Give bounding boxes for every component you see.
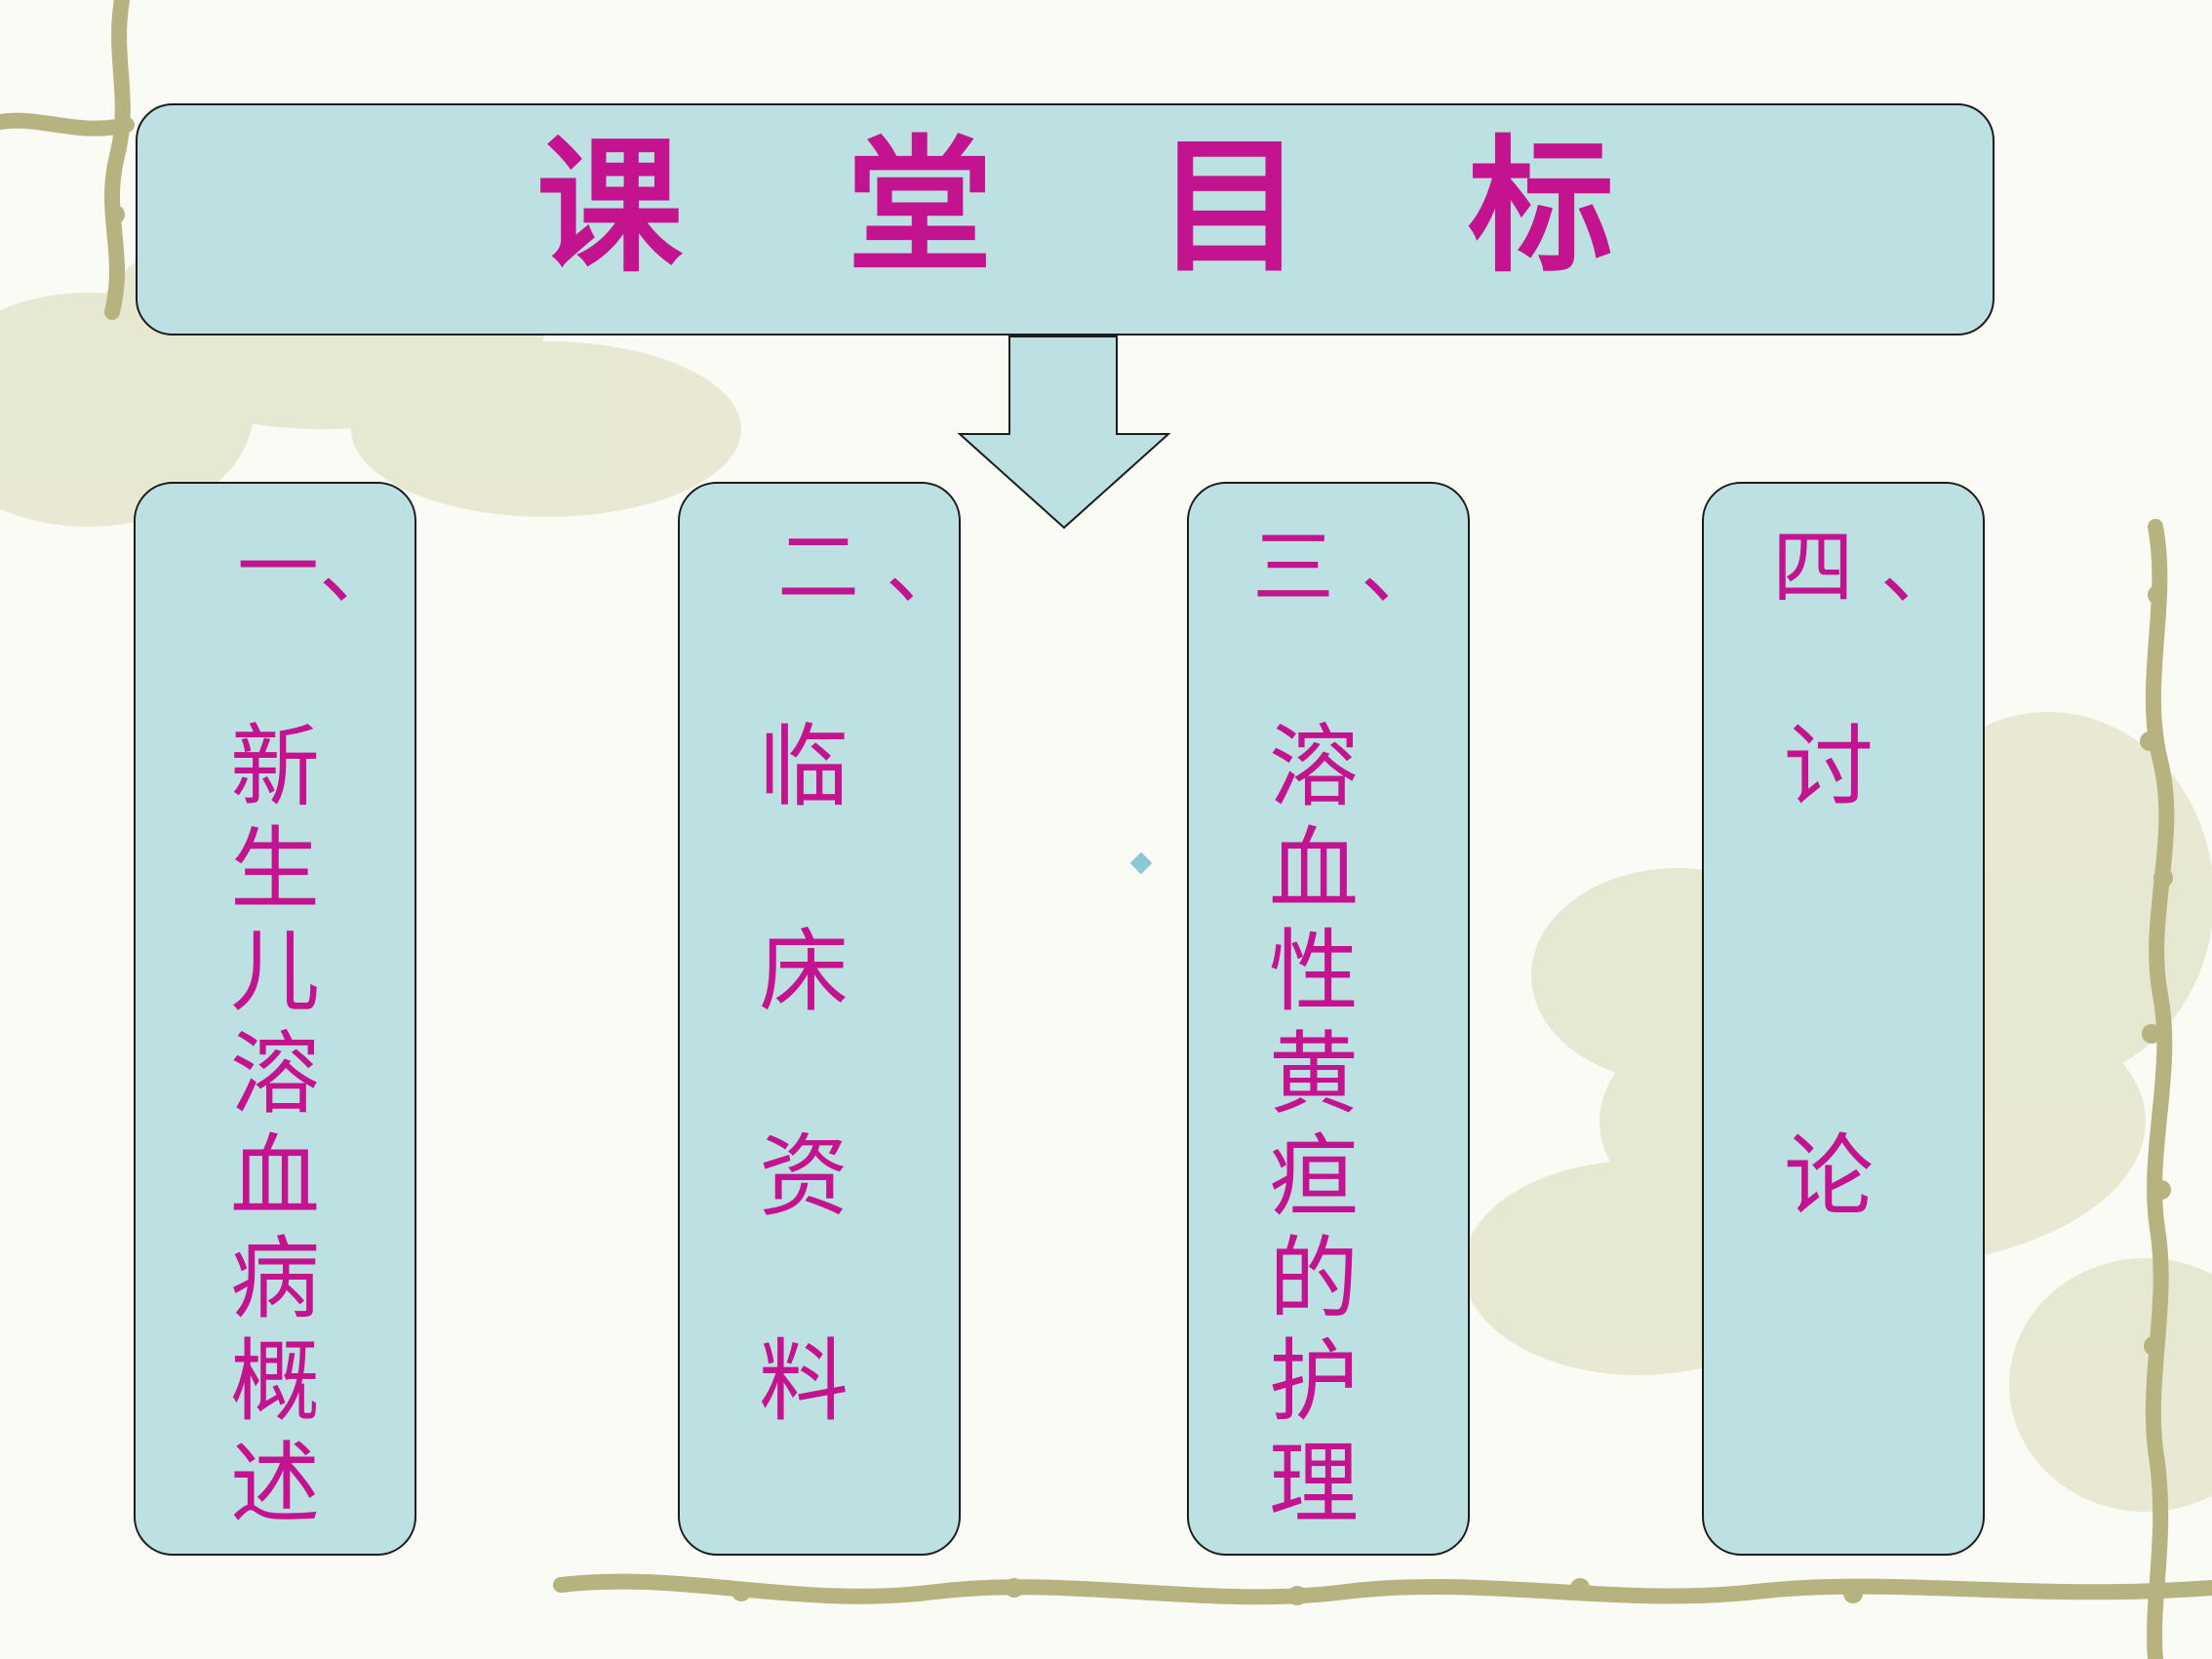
column-char: 述 [229,1432,320,1536]
column-char: 生 [229,817,320,922]
title-char: 堂 [847,123,994,293]
column-char: 论 [1783,1125,1874,1229]
column-char: 的 [1268,1227,1359,1331]
column-number: 四 、 [1772,520,1962,615]
column-box-discussion: 四 、 讨 论 [1702,482,1985,1556]
column-char: 血 [229,1125,320,1229]
column-char: 理 [1268,1432,1359,1536]
column-char: 溶 [229,1022,320,1126]
column-char: 血 [1268,817,1359,922]
column-char: 临 [758,715,849,819]
column-char: 资 [758,1125,849,1229]
column-box-nursing: 三 、 溶 血 性 黄 疸 的 护 理 [1187,482,1470,1556]
column-char: 讨 [1783,715,1874,819]
column-char: 护 [1268,1329,1359,1434]
column-char: 床 [758,920,849,1024]
column-char: 概 [229,1329,320,1434]
column-char: 病 [229,1227,320,1331]
column-char: 料 [758,1329,849,1434]
title-box: 课 堂 目 标 [136,103,1995,336]
column-char: 新 [229,715,320,819]
column-number: 三 、 [1252,520,1442,615]
column-char: 溶 [1268,715,1359,819]
title-char: 课 [536,123,684,293]
column-box-overview: 一、 新 生 儿 溶 血 病 概 述 [134,482,416,1556]
title-char: 标 [1468,123,1615,293]
column-number: 一、 [237,520,402,615]
column-char: 疸 [1268,1125,1359,1229]
column-char: 性 [1268,920,1359,1024]
column-box-clinical-data: 二 、 临 床 资 料 [678,482,968,1556]
column-char: 儿 [229,920,320,1024]
column-number: 二 、 [777,520,968,615]
column-char: 黄 [1268,1022,1359,1126]
title-char: 目 [1157,123,1304,293]
down-arrow-icon [957,336,1171,530]
